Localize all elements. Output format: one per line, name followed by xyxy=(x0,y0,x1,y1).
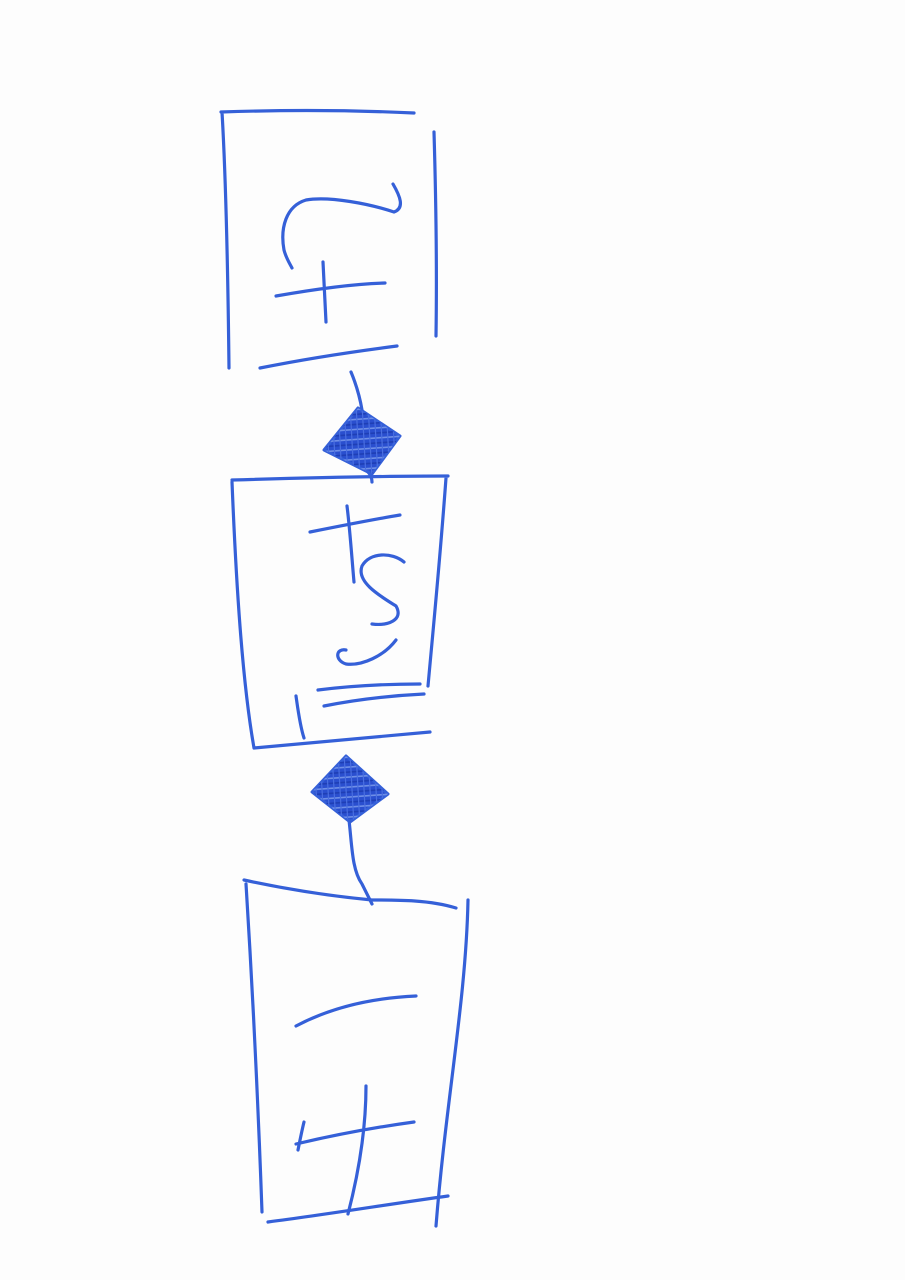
diamond-hatch-line xyxy=(337,756,343,822)
connector-1-line xyxy=(349,370,364,412)
block-2-outline xyxy=(230,474,450,750)
block-3 xyxy=(242,878,470,1228)
diamond-hatch-line xyxy=(367,408,373,474)
diamond-hatch-line xyxy=(343,756,349,822)
block-1-bottom-line xyxy=(258,344,399,370)
block-3-bottom-line xyxy=(266,1194,450,1224)
block-1-outline xyxy=(219,109,438,370)
diamond-hatch-line xyxy=(355,408,361,474)
block-1 xyxy=(219,109,438,370)
block-3-outline xyxy=(242,878,470,1228)
diamond-hatch-line xyxy=(361,408,367,474)
diamond-hatch-line xyxy=(349,756,355,822)
block-2 xyxy=(230,474,450,750)
block-2-glyph xyxy=(294,504,426,740)
block-3-glyph xyxy=(294,994,418,1216)
block-1-glyph xyxy=(274,182,402,324)
